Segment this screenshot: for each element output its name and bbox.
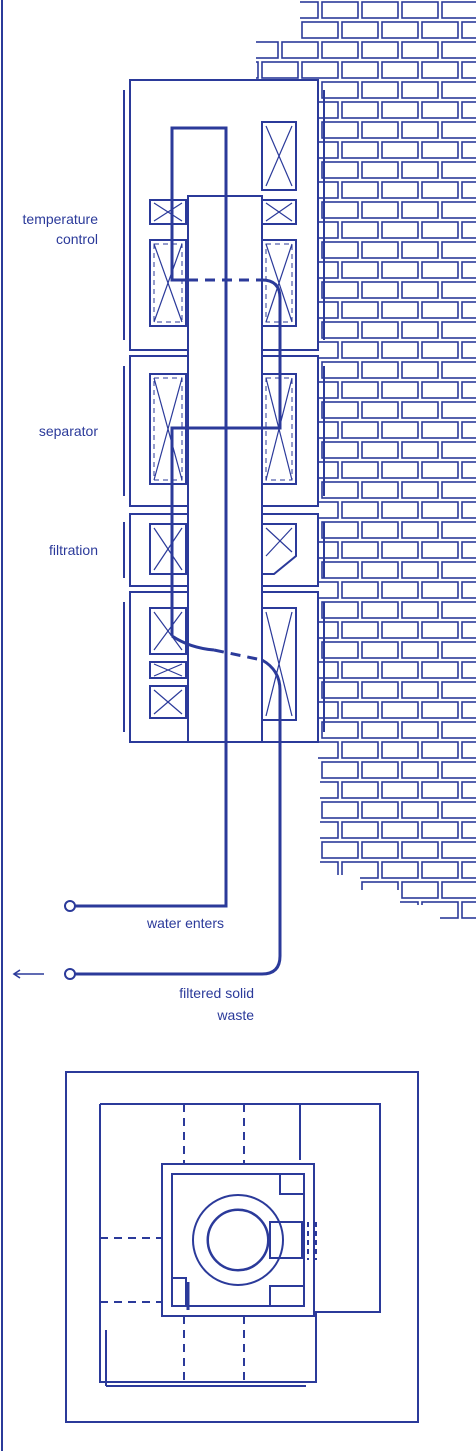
- label-temperature-control-line1: temperature: [23, 211, 99, 227]
- plan-view-core: [207, 1209, 269, 1271]
- label-separator: separator: [39, 423, 98, 439]
- label-filtered-solid-waste-line1: filtered solid: [179, 985, 254, 1001]
- label-water-enters: water enters: [146, 915, 224, 931]
- label-filtered-solid-waste-line2: waste: [216, 1007, 254, 1023]
- label-filtration: filtration: [49, 542, 98, 558]
- waste-outlet-pipe: [70, 278, 282, 976]
- water-inlet-node: [64, 900, 76, 912]
- cartridge-cross-marks: [153, 125, 293, 717]
- brick-wall: [256, 0, 476, 920]
- label-temperature-control-line2: control: [56, 231, 98, 247]
- water-inlet-pipe: [70, 126, 262, 908]
- waste-direction-arrow: [12, 969, 44, 979]
- waste-outlet-node: [64, 968, 76, 980]
